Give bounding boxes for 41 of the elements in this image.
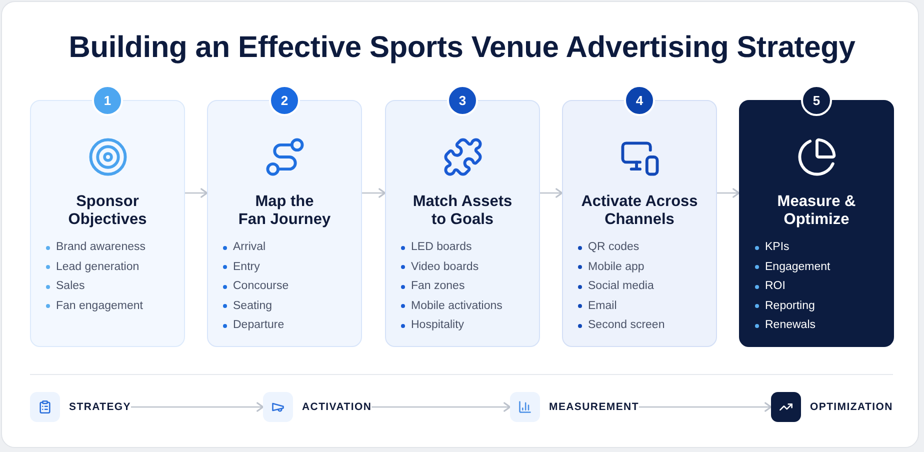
list-item: LED boards xyxy=(411,240,472,255)
list-item: Seating xyxy=(233,298,272,314)
stage-label: STRATEGY xyxy=(69,401,131,413)
list-item: QR codes xyxy=(588,240,640,255)
list-item: Social media xyxy=(588,279,654,294)
arrow xyxy=(131,402,264,412)
list-item: Mobile app xyxy=(588,260,644,274)
card-title: Match Assets to Goals xyxy=(412,193,512,229)
arrow xyxy=(540,188,563,198)
stage-label: OPTIMIZATION xyxy=(810,401,893,413)
card-title: Activate Across Channels xyxy=(581,193,698,229)
list-item: Sales xyxy=(56,279,85,294)
stage-label: ACTIVATION xyxy=(302,401,372,413)
list-item: Engagement xyxy=(765,260,830,274)
list-item: Concourse xyxy=(233,279,289,294)
arrow xyxy=(717,188,740,198)
list-item: Arrival xyxy=(233,240,266,255)
title: Building an Effective Sports Venue Advertising Strategy xyxy=(68,30,856,66)
list-item: ROI xyxy=(765,279,786,294)
card-title: Sponsor Objectives xyxy=(68,193,147,229)
list-item: Reporting xyxy=(765,298,815,314)
card-title: Map the Fan Journey xyxy=(238,193,331,229)
list-item: Second screen xyxy=(588,318,665,333)
stage-label: MEASUREMENT xyxy=(549,401,639,413)
list-item: Fan zones xyxy=(411,279,465,294)
arrow xyxy=(372,402,511,412)
list-item: Entry xyxy=(233,260,260,274)
list-item: Fan engagement xyxy=(56,298,143,314)
arrow xyxy=(638,402,772,412)
list-item: KPIs xyxy=(765,240,790,255)
list-item: Brand awareness xyxy=(56,240,146,255)
list-item: Renewals xyxy=(765,318,816,333)
card-title: Measure & Optimize xyxy=(777,193,856,229)
list-item: Mobile activations xyxy=(411,298,502,314)
list-item: Departure xyxy=(233,318,284,333)
list-item: Email xyxy=(588,298,617,314)
arrow xyxy=(185,188,208,198)
arrow xyxy=(362,188,386,198)
list-item: Lead generation xyxy=(56,260,140,274)
list-item: Video boards xyxy=(411,260,479,274)
list-item: Hospitality xyxy=(411,318,464,333)
